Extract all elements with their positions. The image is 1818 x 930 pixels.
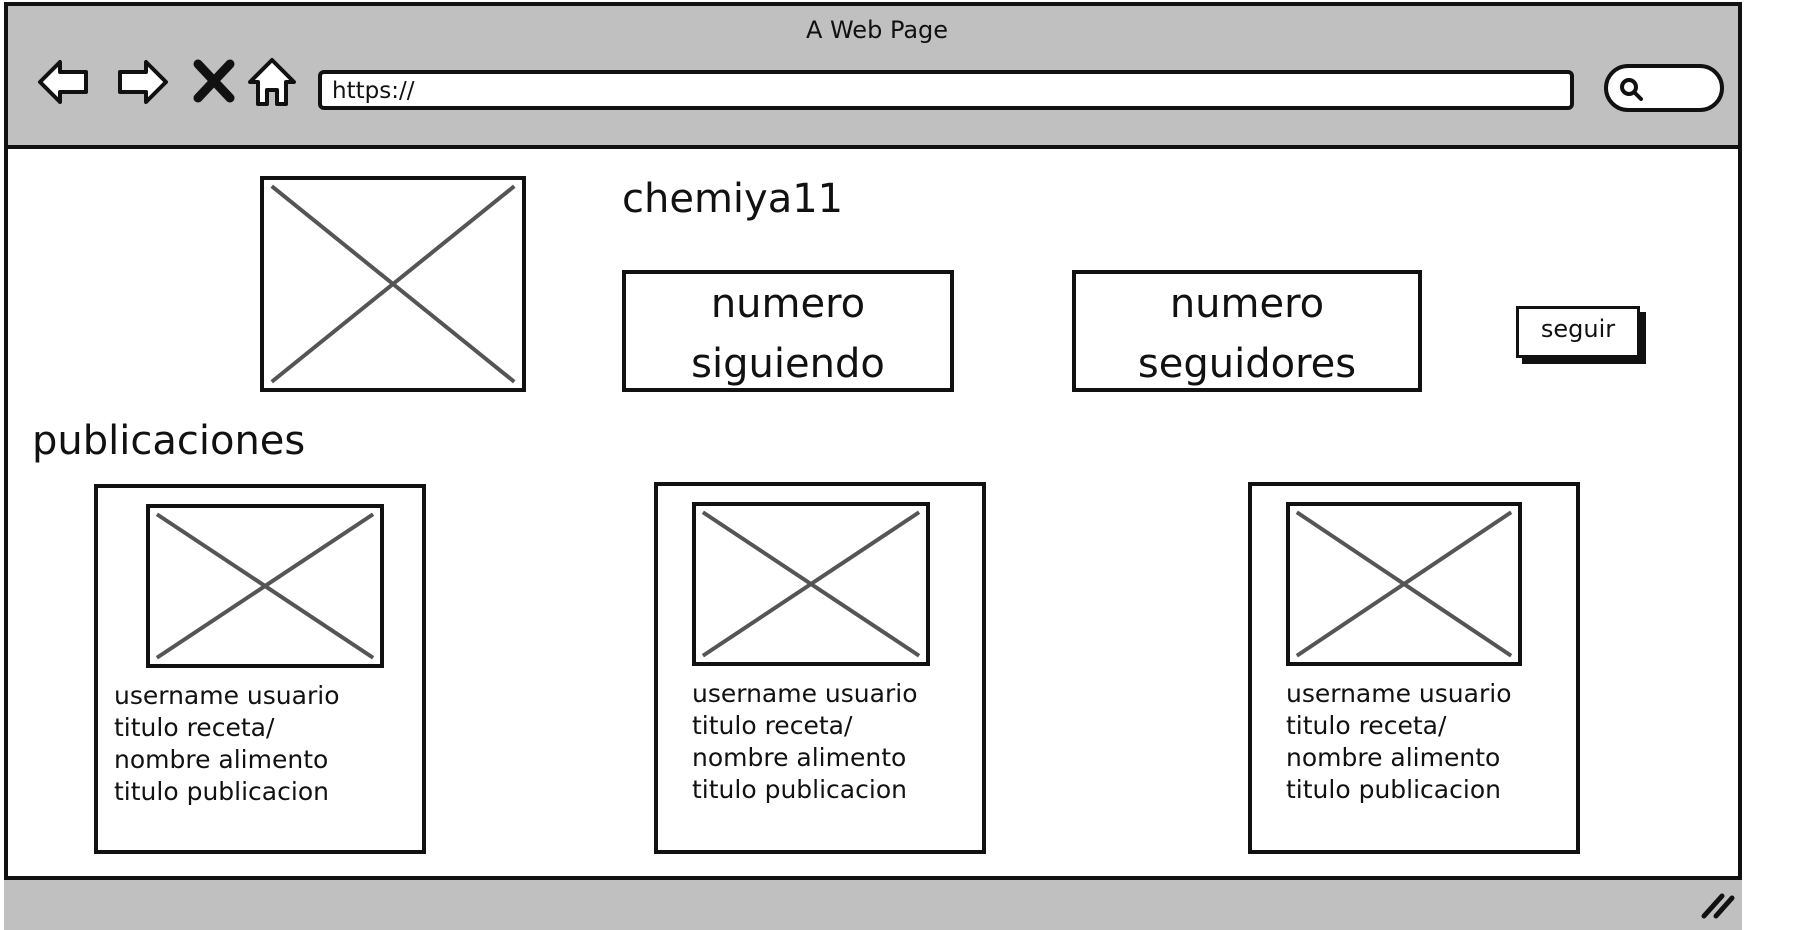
- post-card[interactable]: username usuario titulo receta/ nombre a…: [1248, 482, 1580, 854]
- post-image-placeholder: [692, 502, 930, 666]
- back-button[interactable]: [34, 52, 94, 112]
- post-title: titulo publicacion: [1286, 775, 1501, 804]
- stat-label-line1: numero: [1169, 281, 1325, 327]
- post-username: username usuario: [1286, 679, 1512, 708]
- profile-username: chemiya11: [622, 176, 844, 222]
- post-food-name: nombre alimento: [1286, 743, 1501, 772]
- followers-count-box[interactable]: numero seguidores: [1072, 270, 1422, 392]
- post-recipe-title: titulo receta/: [692, 711, 853, 740]
- post-image-placeholder: [146, 504, 384, 668]
- stop-button[interactable]: [184, 52, 244, 112]
- post-recipe-title: titulo receta/: [114, 713, 275, 742]
- post-title: titulo publicacion: [114, 777, 329, 806]
- forward-button[interactable]: [112, 52, 172, 112]
- post-username: username usuario: [114, 681, 340, 710]
- stat-label-line1: numero: [710, 281, 866, 327]
- following-count-box[interactable]: numero siguiendo: [622, 270, 954, 392]
- address-bar-text: https://: [332, 78, 415, 104]
- resize-grip-icon[interactable]: [1700, 888, 1736, 920]
- post-food-name: nombre alimento: [692, 743, 907, 772]
- status-bar: [4, 876, 1742, 930]
- post-recipe-title: titulo receta/: [1286, 711, 1447, 740]
- stat-label-line2: siguiendo: [691, 341, 885, 387]
- window-title: A Web Page: [805, 16, 949, 44]
- post-card[interactable]: username usuario titulo receta/ nombre a…: [654, 482, 986, 854]
- post-image-placeholder: [1286, 502, 1522, 666]
- home-icon: [248, 58, 296, 106]
- post-card[interactable]: username usuario titulo receta/ nombre a…: [94, 484, 426, 854]
- browser-titlebar: A Web Page https://: [4, 2, 1742, 149]
- home-button[interactable]: [242, 52, 302, 112]
- forward-arrow-icon: [118, 60, 168, 104]
- address-bar[interactable]: https://: [318, 70, 1574, 110]
- stat-label-line2: seguidores: [1137, 341, 1357, 387]
- search-box[interactable]: [1604, 64, 1724, 112]
- post-title: titulo publicacion: [692, 775, 907, 804]
- profile-image-placeholder: [260, 176, 526, 392]
- close-icon: [193, 59, 235, 103]
- back-arrow-icon: [38, 60, 88, 104]
- posts-heading: publicaciones: [32, 418, 306, 464]
- post-food-name: nombre alimento: [114, 745, 329, 774]
- post-username: username usuario: [692, 679, 918, 708]
- follow-button-label: seguir: [1516, 306, 1640, 358]
- search-icon: [1620, 78, 1643, 101]
